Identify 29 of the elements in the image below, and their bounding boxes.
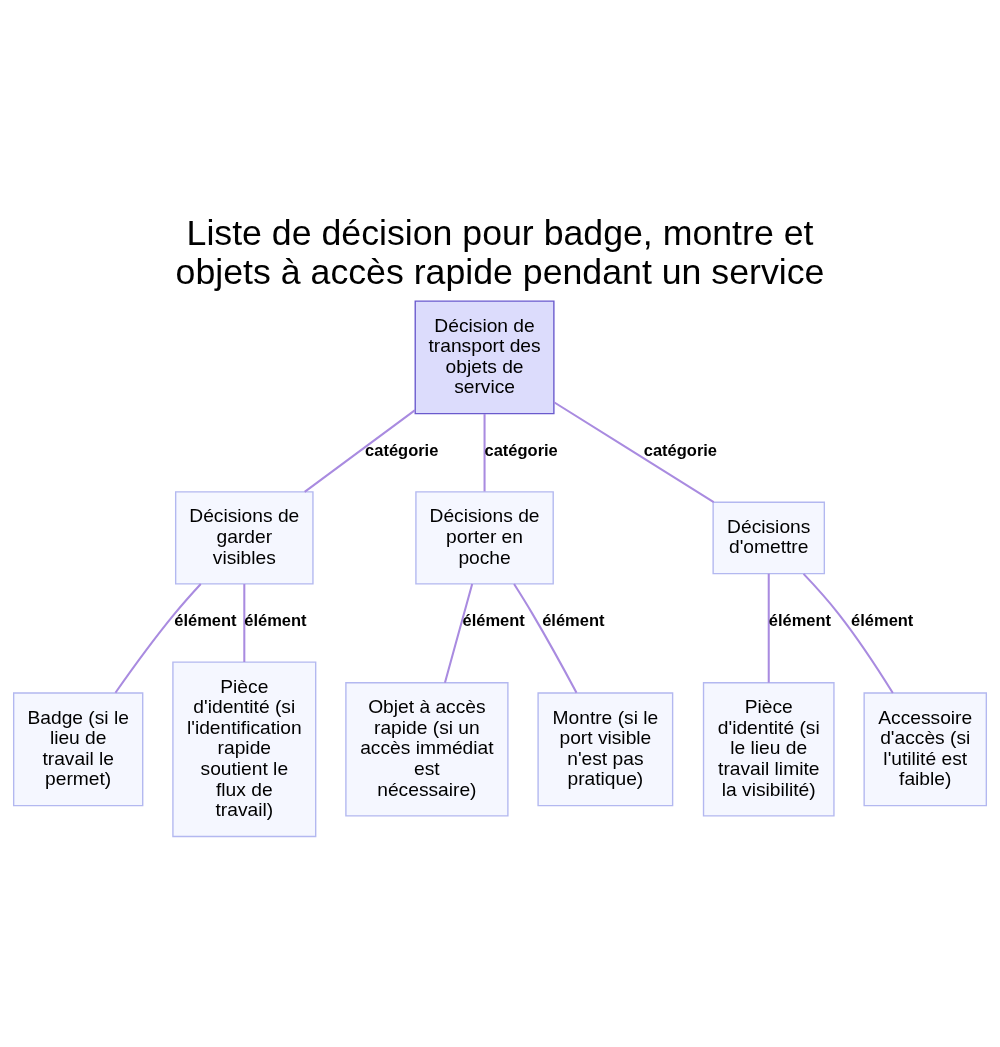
node-box: Badge (si le lieu de travail le permet) [13, 692, 144, 807]
connector [802, 573, 894, 694]
node-box: Objet à accès rapide (si un accès immédiat est nécessaire) [345, 682, 509, 817]
edge-label: catégorie [484, 440, 558, 459]
edge-label: catégorie [643, 440, 718, 459]
node-box: Montre (si le port visible n'est pas pratique) [537, 692, 674, 807]
connector [767, 573, 770, 683]
diagram-title: Liste de décision pour badge, montre et objets à accès rapide pendant un service [175, 212, 825, 293]
node-box: Décisions de porter en poche [415, 491, 554, 585]
connector [513, 583, 578, 694]
connector [243, 584, 246, 662]
node-box: Pièce d'identité (si l'identification rapide soutient le flux de travail) [172, 661, 317, 838]
node-box: Décision de transport des objets de service [414, 300, 555, 415]
connector [114, 583, 202, 694]
node-box: Accessoire d'accès (si l'utilité est faible) [863, 692, 987, 807]
connector [553, 401, 715, 503]
node-box: Décisions de garder visibles [175, 491, 314, 585]
edge-label: catégorie [365, 440, 439, 459]
edge-label: élément [542, 610, 605, 629]
edge-label: élément [244, 610, 307, 629]
edge-label: élément [768, 610, 831, 629]
connector [304, 409, 416, 493]
connector [483, 414, 486, 492]
edge-label: élément [462, 610, 525, 629]
edge-label: élément [174, 610, 237, 629]
node-box: Décisions d'omettre [712, 501, 825, 575]
edge-label: élément [851, 610, 914, 629]
connector [443, 583, 474, 683]
node-box: Pièce d'identité (si le lieu de travail limite la visibilité) [702, 682, 835, 817]
